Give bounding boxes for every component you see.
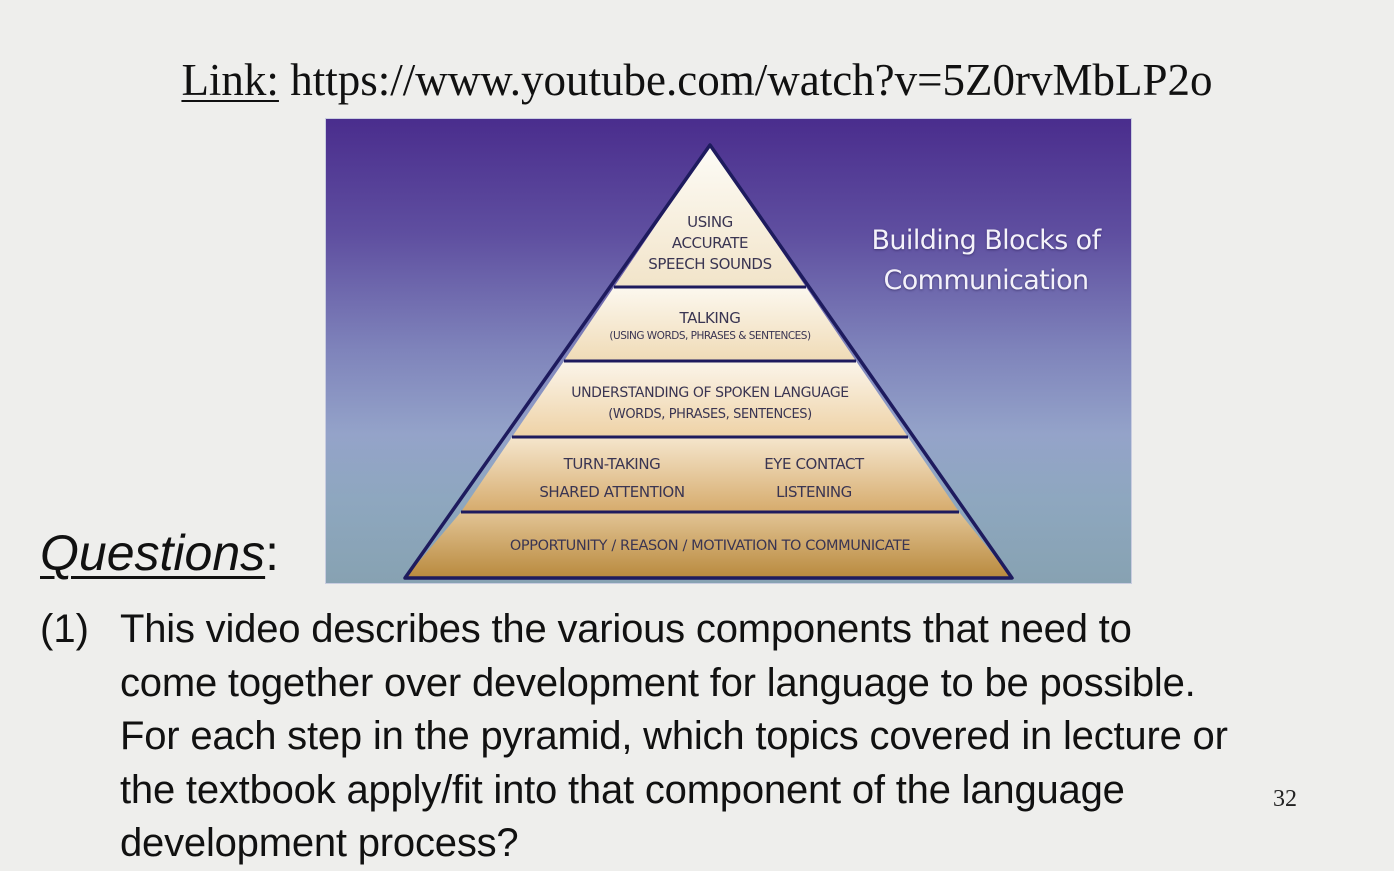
pyramid-level-1-text: OPPORTUNITY / REASON / MOTIVATION TO COM… [430, 536, 990, 557]
question-line: This video describes the various compone… [120, 607, 1132, 651]
level-3-line-1: UNDERSTANDING OF SPOKEN LANGUAGE [571, 385, 849, 401]
level-4-line-2: (USING WORDS, PHRASES & SENTENCES) [609, 330, 811, 342]
pyramid-diagram [403, 143, 1014, 580]
pyramid-level-4-text: TALKING (USING WORDS, PHRASES & SENTENCE… [560, 308, 860, 344]
questions-heading-colon: : [265, 525, 280, 581]
thumbnail-title-line-2: Communication [883, 265, 1089, 296]
youtube-link[interactable]: https://www.youtube.com/watch?v=5Z0rvMbL… [290, 55, 1213, 105]
level-5-line-1: USING [687, 213, 733, 231]
level-2-left-line-2: SHARED ATTENTION [539, 483, 685, 501]
pyramid-level-5-text: USING ACCURATE SPEECH SOUNDS [610, 212, 810, 275]
level-5-line-2: ACCURATE [671, 234, 749, 252]
questions-heading: Questions: [40, 522, 279, 584]
level-3-line-2: (WORDS, PHRASES, SENTENCES) [608, 407, 812, 422]
level-2-right-line-1: EYE CONTACT [764, 455, 864, 473]
thumbnail-title-line-1: Building Blocks of [871, 225, 1101, 256]
pyramid-level-2-right-text: EYE CONTACT LISTENING [714, 450, 914, 506]
pyramid-level-3-text: UNDERSTANDING OF SPOKEN LANGUAGE (WORDS,… [510, 383, 910, 425]
pyramid-level-2 [461, 437, 959, 512]
level-1-line-1: OPPORTUNITY / REASON / MOTIVATION TO COM… [509, 538, 911, 554]
page-number: 32 [1273, 786, 1297, 812]
question-line: the textbook apply/fit into that compone… [120, 767, 1125, 812]
level-2-right-line-2: LISTENING [776, 483, 852, 501]
question-line: development process? [120, 821, 519, 865]
level-2-left-line-1: TURN-TAKING [563, 455, 661, 473]
link-label: Link: [181, 55, 279, 105]
link-line: Link: https://www.youtube.com/watch?v=5Z… [0, 52, 1394, 108]
question-line: For each step in the pyramid, which topi… [120, 714, 1228, 758]
pyramid-level-5 [614, 145, 806, 287]
pyramid-level-1 [405, 512, 1012, 578]
level-5-line-3: SPEECH SOUNDS [648, 255, 772, 273]
video-thumbnail[interactable]: USING ACCURATE SPEECH SOUNDS TALKING (US… [326, 119, 1131, 583]
question-text: This video describes the various compone… [120, 603, 1394, 871]
pyramid-level-2-left-text: TURN-TAKING SHARED ATTENTION [502, 450, 722, 506]
questions-heading-word: Questions [40, 525, 266, 581]
pyramid-level-4 [564, 287, 856, 361]
thumbnail-title: Building Blocks of Communication [842, 221, 1130, 301]
level-4-line-1: TALKING [679, 309, 741, 327]
question-number: (1) [40, 607, 89, 651]
question-line: come together over development for langu… [120, 660, 1196, 705]
pyramid-level-3 [512, 361, 908, 437]
